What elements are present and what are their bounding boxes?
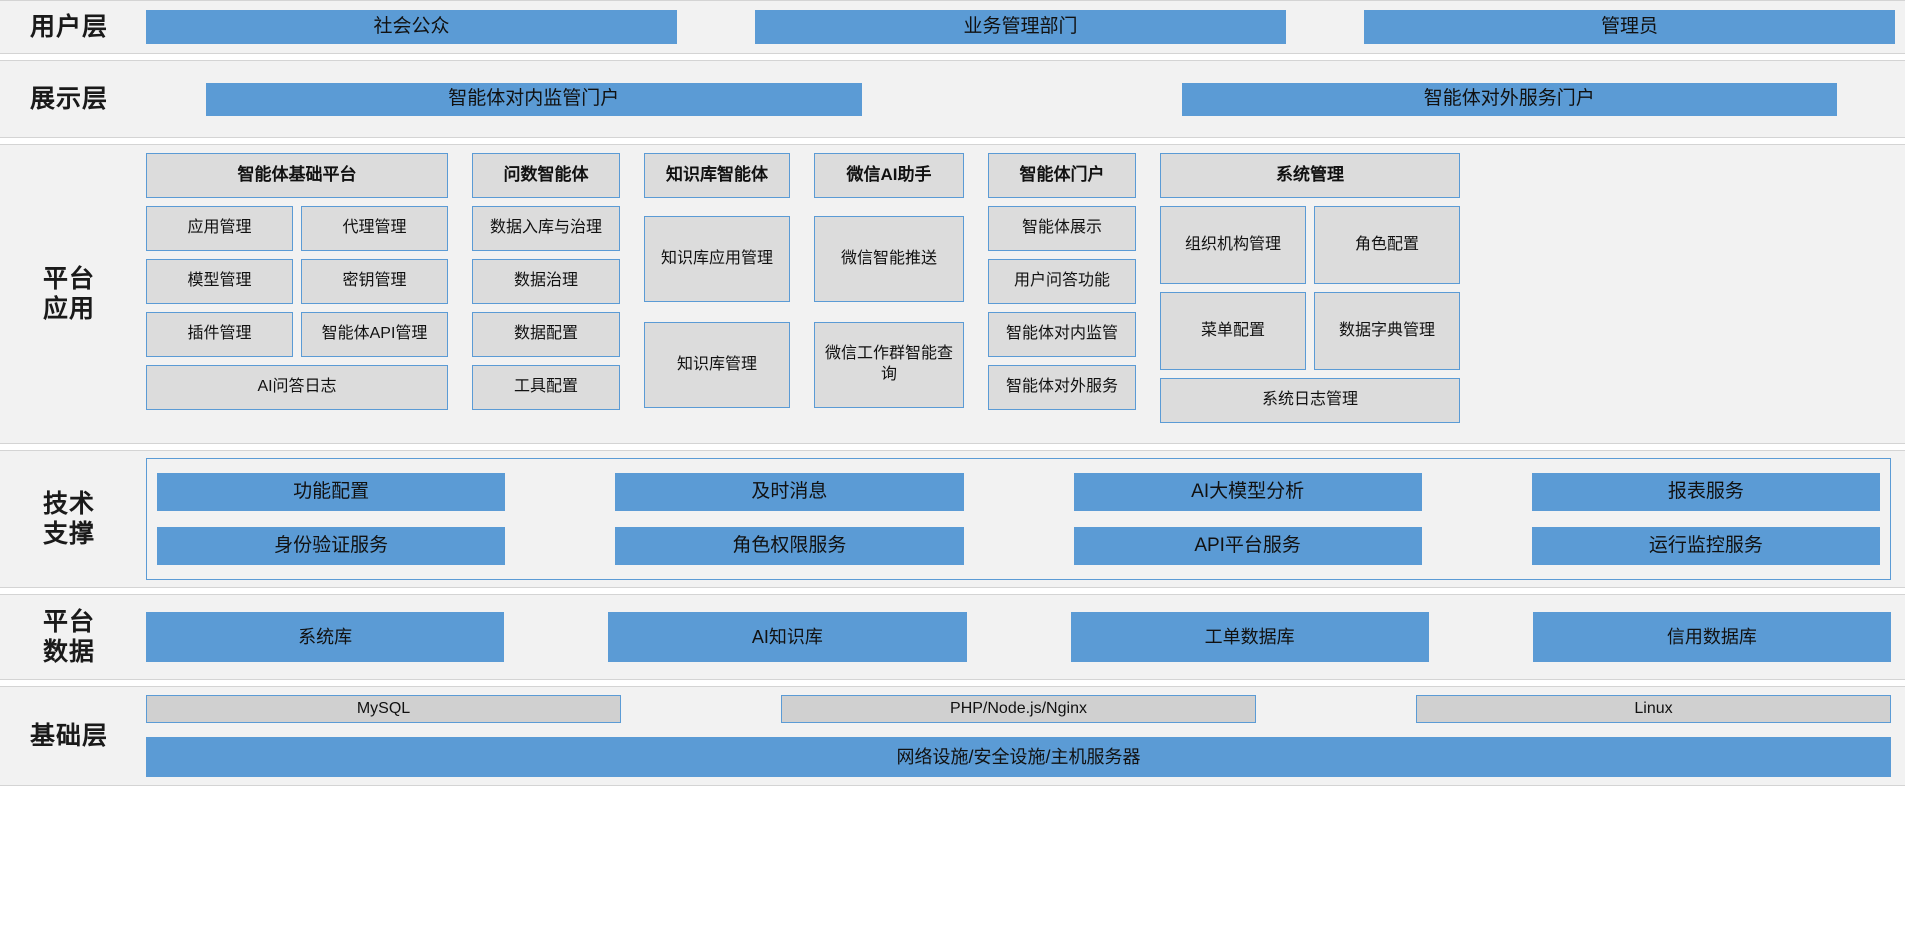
layer-label-platform-apps: 平台 应用 [42, 264, 95, 324]
layer-platform-apps: 平台 应用 智能体基础平台 应用管理 代理管理 模型管理 密钥管理 插件管理 [0, 144, 1905, 444]
layer-user: 用户层 社会公众 业务管理部门 管理员 [0, 0, 1905, 54]
app-column-header[interactable]: 知识库智能体 [644, 153, 790, 198]
app-column-knowledge-base-agent: 知识库智能体 知识库应用管理 知识库管理 [644, 153, 790, 423]
tech-service-box[interactable]: 运行监控服务 [1531, 527, 1880, 565]
infra-tech-box[interactable]: MySQL [146, 695, 621, 723]
layer-tech-support: 技术 支撑 功能配置 及时消息 AI大模型分析 报表服务 身份验证服务 角色权限… [0, 450, 1905, 588]
layer-label-platform-data: 平台 数据 [42, 607, 95, 667]
layer-infrastructure: 基础层 MySQL PHP/Node.js/Nginx Linux 网络设施/安… [0, 686, 1905, 786]
app-item[interactable]: 数据治理 [472, 259, 620, 304]
app-column-wechat-ai-assistant: 微信AI助手 微信智能推送 微信工作群智能查询 [814, 153, 964, 423]
app-item[interactable]: 系统日志管理 [1160, 378, 1460, 423]
layer-body-platform-apps: 智能体基础平台 应用管理 代理管理 模型管理 密钥管理 插件管理 智能体API管… [138, 145, 1905, 443]
app-item[interactable]: 数据配置 [472, 312, 620, 357]
database-box[interactable]: 工单数据库 [1070, 612, 1429, 662]
app-column-header[interactable]: 系统管理 [1160, 153, 1460, 198]
app-column-header[interactable]: 智能体基础平台 [146, 153, 448, 198]
tech-service-box[interactable]: API平台服务 [1073, 527, 1422, 565]
app-item[interactable]: 微信工作群智能查询 [814, 322, 964, 408]
app-item[interactable]: 数据入库与治理 [472, 206, 620, 251]
app-column-header[interactable]: 微信AI助手 [814, 153, 964, 198]
app-item[interactable]: 插件管理 [146, 312, 293, 357]
layer-presentation: 展示层 智能体对内监管门户 智能体对外服务门户 [0, 60, 1905, 138]
layer-label-infrastructure: 基础层 [29, 721, 108, 750]
user-role-box[interactable]: 业务管理部门 [755, 10, 1286, 44]
app-column-header[interactable]: 问数智能体 [472, 153, 620, 198]
app-item[interactable]: 组织机构管理 [1160, 206, 1306, 284]
layer-body-tech-support: 功能配置 及时消息 AI大模型分析 报表服务 身份验证服务 角色权限服务 API… [138, 451, 1905, 587]
app-item[interactable]: 数据字典管理 [1314, 292, 1460, 370]
database-box[interactable]: 系统库 [146, 612, 505, 662]
app-item[interactable]: 微信智能推送 [814, 216, 964, 302]
app-item[interactable]: 应用管理 [146, 206, 293, 251]
layer-body-user: 社会公众 业务管理部门 管理员 [138, 1, 1905, 53]
app-item[interactable]: 角色配置 [1314, 206, 1460, 284]
tech-service-box[interactable]: AI大模型分析 [1073, 473, 1422, 511]
app-item[interactable]: 智能体对内监管 [988, 312, 1136, 357]
app-item[interactable]: 知识库应用管理 [644, 216, 790, 302]
app-item[interactable]: 智能体API管理 [301, 312, 448, 357]
database-box[interactable]: AI知识库 [608, 612, 967, 662]
app-column-data-query-agent: 问数智能体 数据入库与治理 数据治理 数据配置 工具配置 [472, 153, 620, 423]
infra-tech-box[interactable]: PHP/Node.js/Nginx [781, 695, 1256, 723]
layer-label-presentation: 展示层 [29, 84, 108, 113]
layer-label-user: 用户层 [29, 12, 108, 41]
layer-body-infrastructure: MySQL PHP/Node.js/Nginx Linux 网络设施/安全设施/… [138, 687, 1905, 785]
app-column-agent-base-platform: 智能体基础平台 应用管理 代理管理 模型管理 密钥管理 插件管理 智能体API管… [146, 153, 448, 423]
tech-service-box[interactable]: 功能配置 [157, 473, 506, 511]
layer-label-tech-support: 技术 支撑 [42, 489, 95, 549]
app-item[interactable]: 菜单配置 [1160, 292, 1306, 370]
database-box[interactable]: 信用数据库 [1532, 612, 1891, 662]
tech-service-box[interactable]: 及时消息 [615, 473, 964, 511]
app-column-agent-portal: 智能体门户 智能体展示 用户问答功能 智能体对内监管 智能体对外服务 [988, 153, 1136, 423]
app-item[interactable]: AI问答日志 [146, 365, 448, 410]
tech-service-box[interactable]: 身份验证服务 [157, 527, 506, 565]
app-item[interactable]: 模型管理 [146, 259, 293, 304]
tech-service-box[interactable]: 角色权限服务 [615, 527, 964, 565]
layer-body-platform-data: 系统库 AI知识库 工单数据库 信用数据库 [138, 595, 1905, 679]
app-item[interactable]: 密钥管理 [301, 259, 448, 304]
portal-box[interactable]: 智能体对外服务门户 [1181, 82, 1837, 116]
infra-hardware-box[interactable]: 网络设施/安全设施/主机服务器 [146, 737, 1891, 777]
app-item[interactable]: 知识库管理 [644, 322, 790, 408]
app-item[interactable]: 智能体展示 [988, 206, 1136, 251]
app-column-system-management: 系统管理 组织机构管理 角色配置 菜单配置 数据字典管理 系统日志管理 [1160, 153, 1460, 423]
app-column-header[interactable]: 智能体门户 [988, 153, 1136, 198]
tech-service-box[interactable]: 报表服务 [1531, 473, 1880, 511]
layer-body-presentation: 智能体对内监管门户 智能体对外服务门户 [138, 61, 1905, 137]
user-role-box[interactable]: 社会公众 [146, 10, 677, 44]
app-item[interactable]: 工具配置 [472, 365, 620, 410]
app-item[interactable]: 代理管理 [301, 206, 448, 251]
app-item[interactable]: 用户问答功能 [988, 259, 1136, 304]
layer-platform-data: 平台 数据 系统库 AI知识库 工单数据库 信用数据库 [0, 594, 1905, 680]
user-role-box[interactable]: 管理员 [1364, 10, 1895, 44]
app-item[interactable]: 智能体对外服务 [988, 365, 1136, 410]
portal-box[interactable]: 智能体对内监管门户 [206, 82, 862, 116]
infra-tech-box[interactable]: Linux [1416, 695, 1891, 723]
